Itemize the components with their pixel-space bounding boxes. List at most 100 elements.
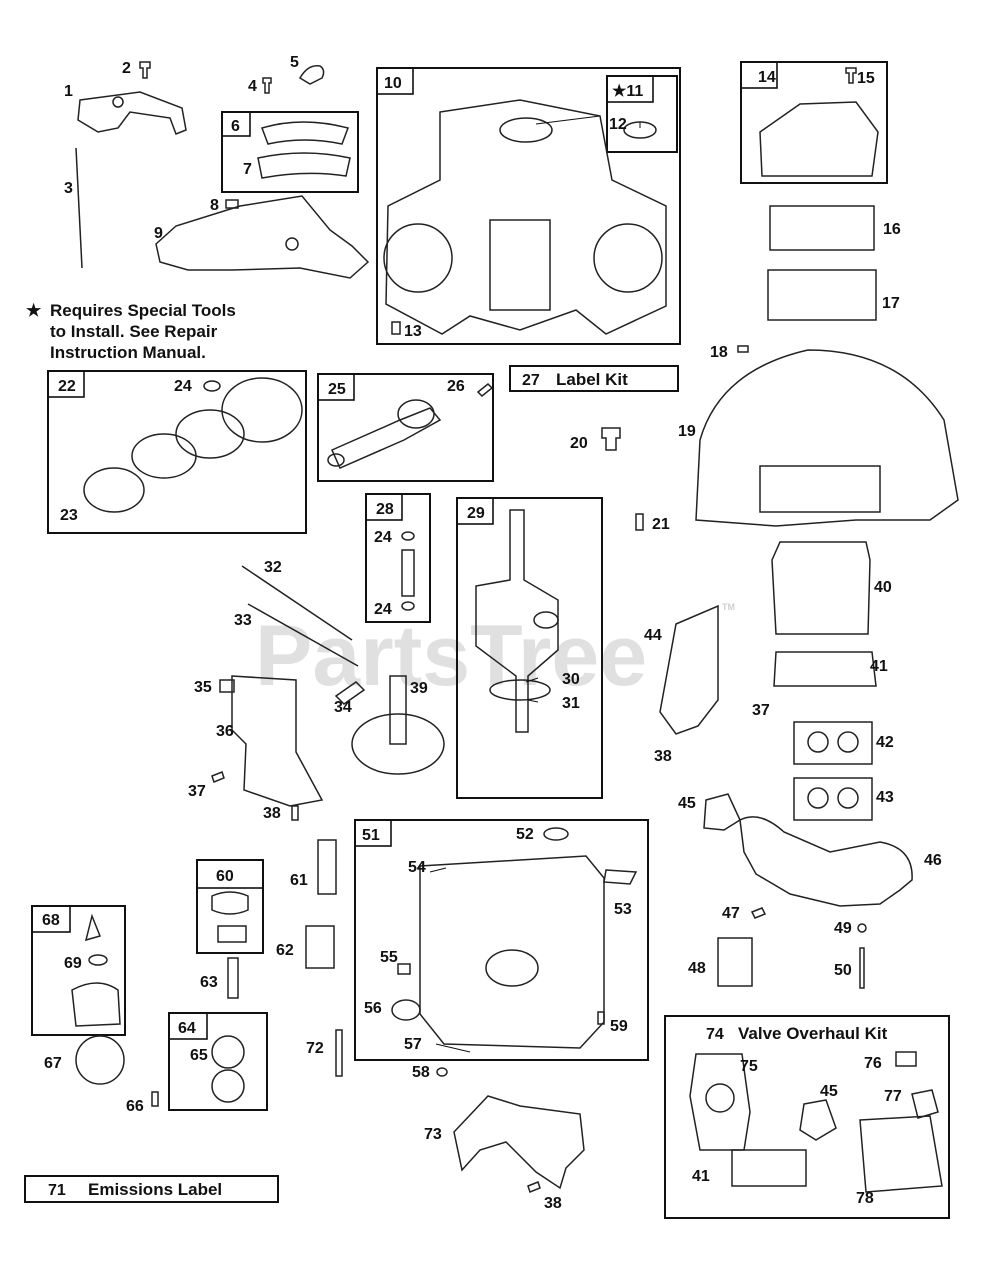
box-71-emissions	[24, 1175, 279, 1203]
intake-elbow-part	[771, 541, 871, 635]
precleaner-part	[767, 269, 877, 321]
callout-29: 29	[467, 505, 485, 522]
note-line-2: to Install. See Repair	[50, 322, 218, 341]
callout-67: 67	[44, 1055, 62, 1072]
crankcase-cover-part	[419, 855, 605, 1049]
callout-24-pin-bottom: 24	[374, 601, 392, 618]
callout-38-bottom: 38	[544, 1195, 562, 1212]
lower-baffle-part	[453, 1095, 585, 1190]
connecting-rod-part	[331, 407, 442, 469]
callout-78: 78	[856, 1190, 874, 1207]
callout-25: 25	[328, 381, 346, 398]
callout-32: 32	[264, 559, 282, 576]
plate-part	[717, 937, 753, 987]
callout-16: 16	[883, 221, 901, 238]
callout-31: 31	[562, 695, 580, 712]
box-29-crankshaft	[456, 497, 603, 799]
air-filter-part	[769, 205, 875, 251]
callout-36: 36	[216, 723, 234, 740]
callout-52: 52	[516, 826, 534, 843]
baffle-part	[231, 675, 324, 807]
callout-12: 12	[609, 116, 627, 133]
callout-77: 77	[884, 1088, 902, 1105]
callout-28: 28	[376, 501, 394, 518]
box-51-sump	[354, 819, 649, 1061]
callout-54: 54	[408, 859, 426, 876]
box-14	[740, 61, 888, 184]
callout-34: 34	[334, 699, 352, 716]
callout-55: 55	[380, 949, 398, 966]
breather-part	[601, 427, 621, 451]
callout-27: 27	[522, 372, 540, 389]
callout-63: 63	[200, 974, 218, 991]
callout-73: 73	[424, 1126, 442, 1143]
note-star: ★	[26, 301, 42, 320]
callout-46: 46	[924, 852, 942, 869]
callout-59: 59	[610, 1018, 628, 1035]
callout-26: 26	[447, 378, 465, 395]
cylinder-block-part	[385, 99, 667, 335]
callout-66: 66	[126, 1098, 144, 1115]
piston-part	[221, 377, 303, 443]
callout-6: 6	[231, 118, 240, 135]
callout-35: 35	[194, 679, 212, 696]
elbow-part	[298, 65, 325, 85]
callout-76: 76	[864, 1055, 882, 1072]
note-line-1: Requires Special Tools	[50, 301, 236, 320]
callout-13: 13	[404, 323, 422, 340]
callout-8: 8	[210, 197, 219, 214]
piston-pin-part	[401, 549, 415, 597]
callout-10: 10	[384, 75, 402, 92]
callout-50: 50	[834, 962, 852, 979]
callout-44: 44	[644, 627, 662, 644]
bracket-part	[77, 91, 187, 135]
callout-14: 14	[758, 69, 776, 86]
callout-30: 30	[562, 671, 580, 688]
governor-part	[211, 891, 249, 915]
callout-71: 71	[48, 1182, 66, 1199]
rod-part	[75, 147, 83, 269]
trademark: TM	[722, 602, 735, 612]
callout-19: 19	[678, 423, 696, 440]
box-64	[168, 1012, 268, 1111]
callout-37-right: 37	[752, 702, 770, 719]
screw-part	[139, 61, 151, 79]
callout-24-piston: 24	[174, 378, 192, 395]
callout-24-pin-top: 24	[374, 529, 392, 546]
callout-23: 23	[60, 507, 78, 524]
callout-41: 41	[870, 658, 888, 675]
callout-49: 49	[834, 920, 852, 937]
callout-65: 65	[190, 1047, 208, 1064]
callout-17: 17	[882, 295, 900, 312]
callout-21: 21	[652, 516, 670, 533]
box-6	[221, 111, 359, 193]
callout-39: 39	[410, 680, 428, 697]
callout-69: 69	[64, 955, 82, 972]
box-68	[31, 905, 126, 1036]
callout-3: 3	[64, 180, 73, 197]
callout-60: 60	[216, 868, 234, 885]
emissions-label-text: Emissions Label	[88, 1180, 222, 1199]
cylinder-baffle-part	[659, 604, 719, 735]
callout-61: 61	[290, 872, 308, 889]
callout-37-left: 37	[188, 783, 206, 800]
callout-20: 20	[570, 435, 588, 452]
callout-42: 42	[876, 734, 894, 751]
valve-overhaul-kit-text: Valve Overhaul Kit	[738, 1024, 888, 1043]
intake-manifold-part	[739, 816, 913, 907]
box-27-label-kit	[509, 365, 679, 392]
callout-53: 53	[614, 901, 632, 918]
callout-38-right: 38	[654, 748, 672, 765]
callout-74: 74	[706, 1026, 724, 1043]
callout-15: 15	[857, 70, 875, 87]
box-22-piston	[47, 370, 307, 534]
callout-62: 62	[276, 942, 294, 959]
callout-43: 43	[876, 789, 894, 806]
camshaft-gear-part	[351, 713, 445, 775]
callout-4: 4	[248, 78, 257, 95]
callout-7: 7	[243, 161, 252, 178]
callout-72: 72	[306, 1040, 324, 1057]
note-line-3: Instruction Manual.	[50, 343, 206, 362]
push-rod-part	[241, 565, 353, 641]
governor-bracket-part	[155, 195, 370, 279]
